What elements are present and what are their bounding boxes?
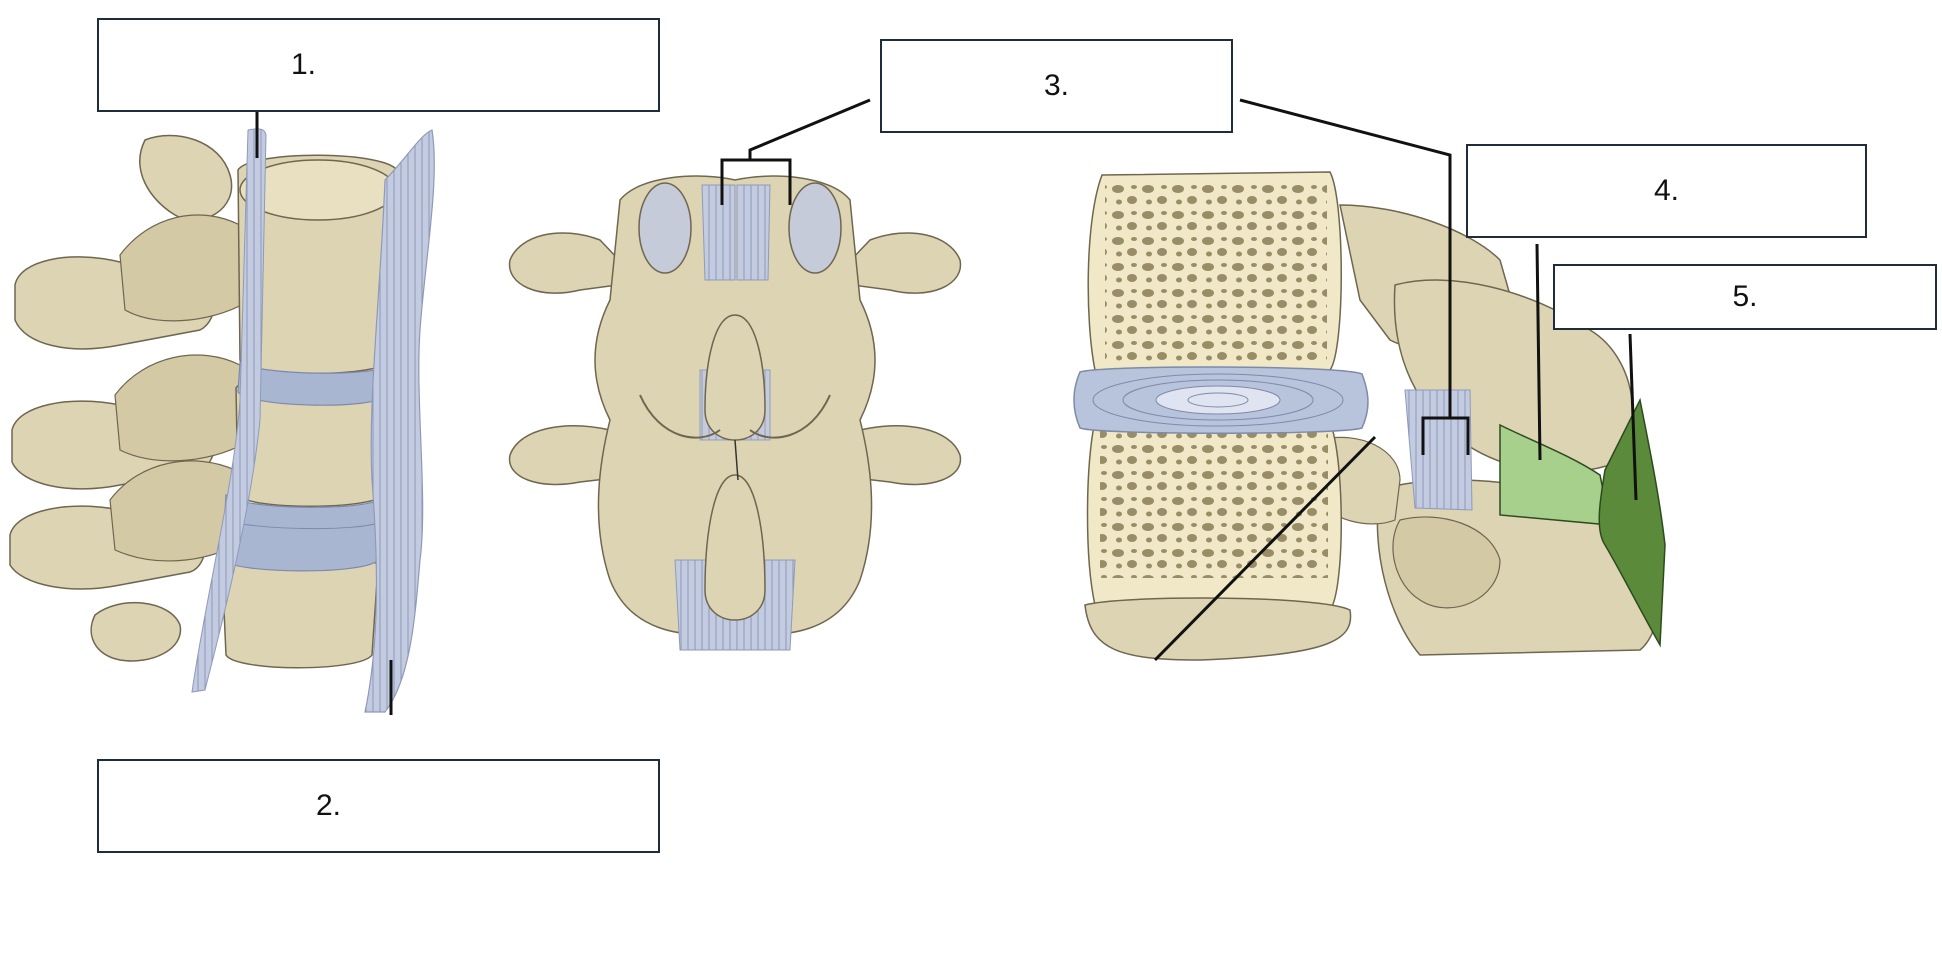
label-box-2[interactable]: 2. xyxy=(97,759,660,853)
label-number-4: 4. xyxy=(1653,174,1680,207)
label-number-3: 3. xyxy=(1043,69,1070,102)
leader-line-3a xyxy=(748,98,871,160)
label-number-2: 2. xyxy=(315,789,342,822)
label-box-1[interactable]: 1. xyxy=(97,18,660,112)
lateral-vertebral-column xyxy=(9,128,435,713)
label-box-5[interactable]: 5. xyxy=(1553,264,1937,330)
leader-line-4 xyxy=(1535,243,1542,461)
label-box-3[interactable]: 3. xyxy=(880,39,1233,133)
leader-line-3b xyxy=(1239,98,1452,417)
leader-bracket-3a xyxy=(720,158,792,205)
label-number-5: 5. xyxy=(1732,280,1758,313)
label-number-1: 1. xyxy=(290,48,317,81)
leader-lines xyxy=(255,98,1638,715)
sagittal-section-vertebrae xyxy=(1073,171,1666,661)
leader-line-5 xyxy=(1628,333,1638,501)
posterior-view-vertebrae xyxy=(508,175,962,651)
leader-bracket-3b xyxy=(1421,416,1470,455)
leader-line-disc xyxy=(1153,435,1377,662)
label-box-4[interactable]: 4. xyxy=(1466,144,1867,238)
